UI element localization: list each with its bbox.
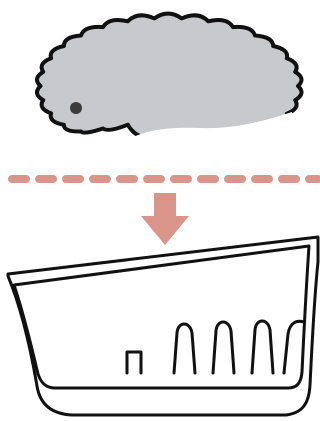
blob-highlight — [126, 112, 293, 163]
down-arrow-icon — [141, 193, 189, 245]
fluffy-blob-icon — [35, 11, 304, 163]
basket-inner — [12, 244, 311, 390]
rack-basket-icon — [6, 235, 320, 417]
basket-prong — [250, 319, 275, 375]
basket-tab — [125, 350, 143, 375]
basket-prong — [282, 319, 306, 375]
basket-outer — [6, 235, 320, 417]
basket-prong — [211, 320, 236, 375]
basket-prong — [172, 322, 197, 375]
blob-eye — [70, 102, 82, 114]
